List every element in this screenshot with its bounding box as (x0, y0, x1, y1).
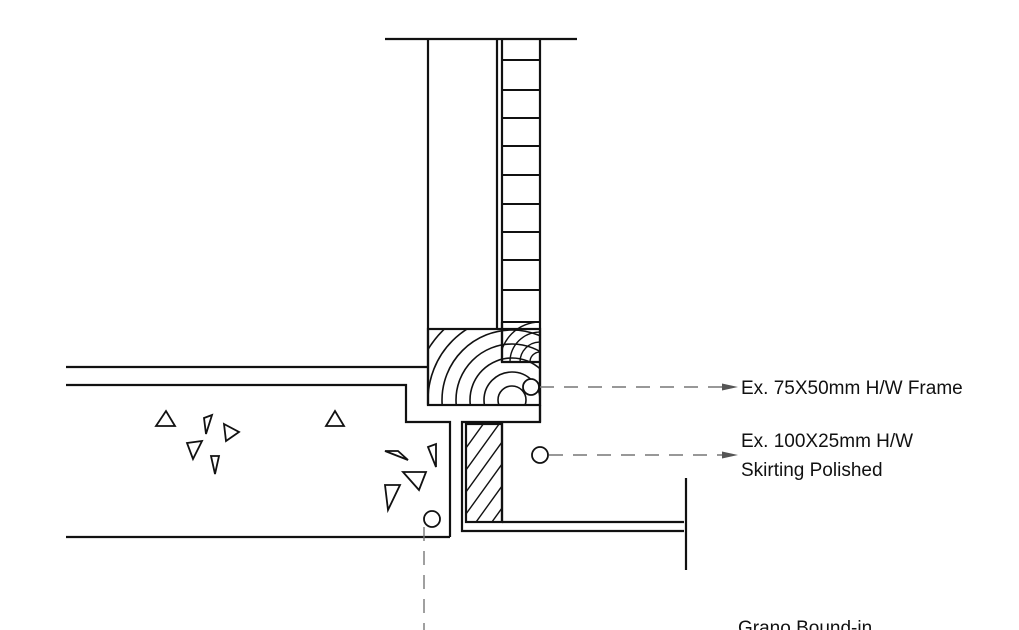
skirting-leader-arrowhead (722, 451, 738, 459)
skirting-annotation-label-line1: Ex. 100X25mm H/W (741, 431, 914, 452)
board-cladding (502, 59, 540, 323)
leader-markers (423, 378, 549, 528)
skirting-annotation-label-line2: Skirting Polished (741, 460, 883, 481)
floor-annotation-label-cutoff: Grano Bound-in (738, 618, 873, 630)
inner-frame-outline (500, 322, 540, 364)
leader-arrowheads (722, 383, 738, 459)
skirting-recess-outline (460, 405, 684, 533)
dashed-leaders (423, 386, 726, 630)
frame-leader-arrowhead (722, 383, 738, 391)
frame-annotation-label: Ex. 75X50mm H/W Frame (741, 378, 963, 399)
skirting-hatching (466, 424, 502, 522)
concrete-aggregate (154, 409, 437, 514)
frame-leader-marker (522, 378, 540, 396)
floor-leader-marker (423, 510, 441, 528)
frame-wood-grain (428, 329, 540, 405)
skirting-leader-marker (531, 446, 549, 464)
floor-slab-top-line (66, 383, 452, 537)
